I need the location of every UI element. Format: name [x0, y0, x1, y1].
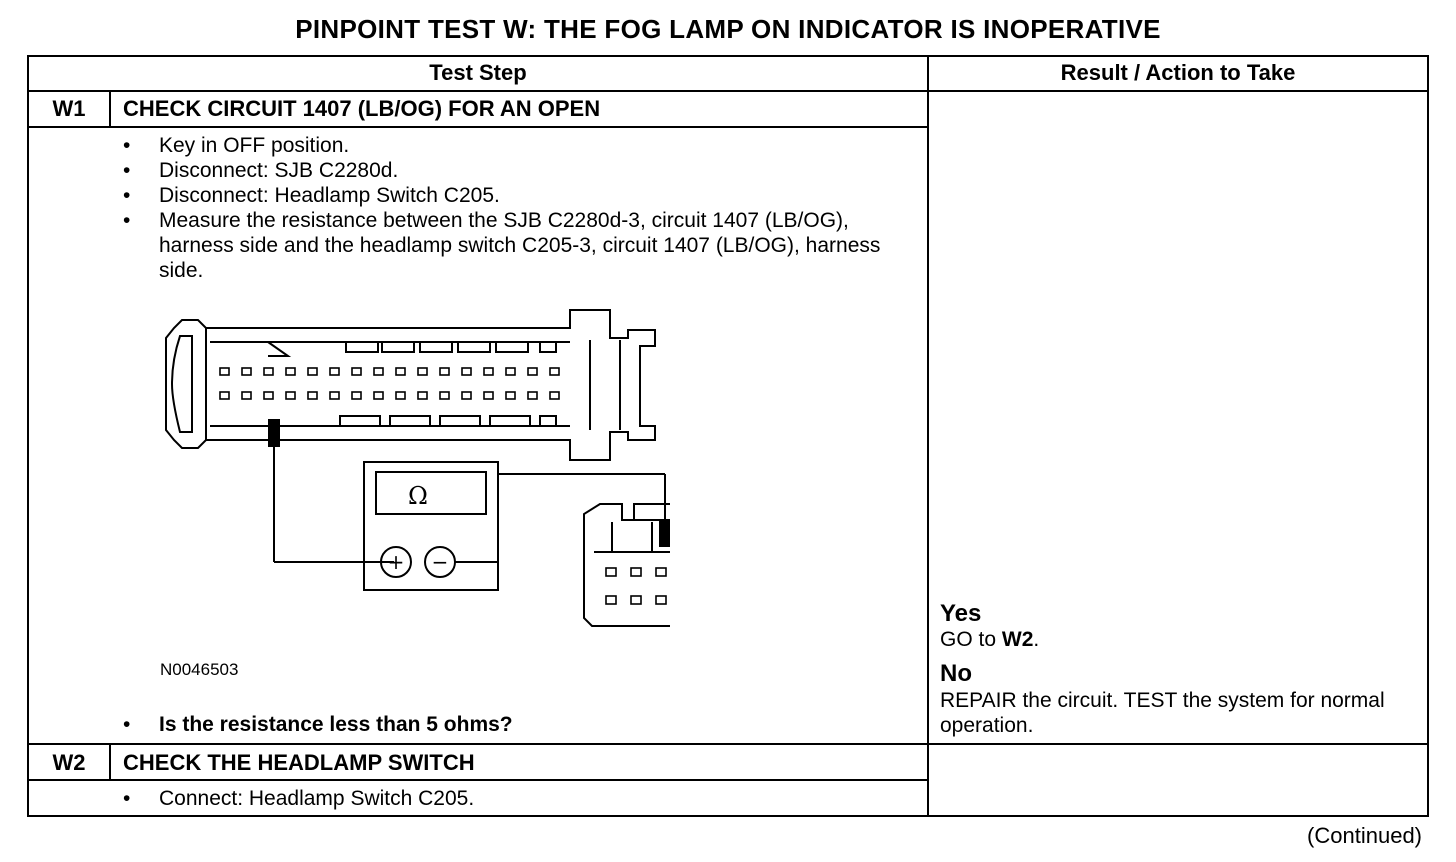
table-border-left [27, 55, 29, 817]
w2-row-divider [27, 743, 1429, 745]
result-yes-target: W2 [1001, 628, 1034, 651]
column-divider [927, 55, 929, 817]
list-item: Disconnect: SJB C2280d. [123, 158, 903, 183]
step-id-w2: W2 [52, 750, 86, 775]
w1-instructions: Key in OFF position. Disconnect: SJB C22… [123, 133, 903, 283]
table-border-bottom [27, 815, 1429, 817]
list-item: Measure the resistance between the SJB C… [123, 208, 903, 283]
w1-question: Is the resistance less than 5 ohms? [123, 713, 513, 737]
result-no-label: No [940, 660, 972, 687]
continued-note: (Continued) [1307, 823, 1422, 848]
probe-left [268, 419, 394, 563]
figure-id: N0046503 [160, 660, 239, 679]
step-title-w2: CHECK THE HEADLAMP SWITCH [123, 750, 475, 775]
w1-title-divider [27, 126, 929, 128]
step-title-w1: CHECK CIRCUIT 1407 (LB/OG) FOR AN OPEN [123, 96, 601, 121]
meter-plus-terminal: + [388, 550, 405, 574]
list-item: Key in OFF position. [123, 133, 903, 158]
result-yes-prefix: GO to [940, 628, 997, 651]
w2-id-divider [109, 744, 111, 780]
result-yes-suffix: . [1033, 628, 1040, 651]
w2-title-divider [27, 779, 929, 781]
meter-ohm-symbol: Ω [408, 482, 428, 510]
result-no-text: REPAIR the circuit. TEST the system for … [940, 689, 1385, 737]
headlamp-switch-connector-c205 [583, 503, 670, 627]
result-yes-label: Yes [940, 600, 982, 627]
result-yes-text: GO to W2. [940, 627, 1039, 652]
list-item: Disconnect: Headlamp Switch C205. [123, 183, 903, 208]
column-header-test-step: Test Step [429, 60, 527, 85]
page-title: PINPOINT TEST W: THE FOG LAMP ON INDICAT… [295, 14, 1161, 44]
meter-minus-terminal: − [432, 550, 449, 574]
table-border-right [1427, 55, 1429, 817]
step-id-w1: W1 [52, 96, 86, 121]
w2-instructions: Connect: Headlamp Switch C205. [123, 786, 903, 811]
table-border-top [27, 55, 1429, 57]
list-item: Connect: Headlamp Switch C205. [123, 786, 903, 811]
sjb-connector-c2280d [165, 309, 656, 461]
resistance-test-diagram: Ω + − [165, 309, 670, 627]
w1-id-divider [109, 91, 111, 127]
probe-right [455, 473, 670, 563]
header-row-divider [27, 90, 1429, 92]
column-header-result: Result / Action to Take [1060, 60, 1296, 85]
